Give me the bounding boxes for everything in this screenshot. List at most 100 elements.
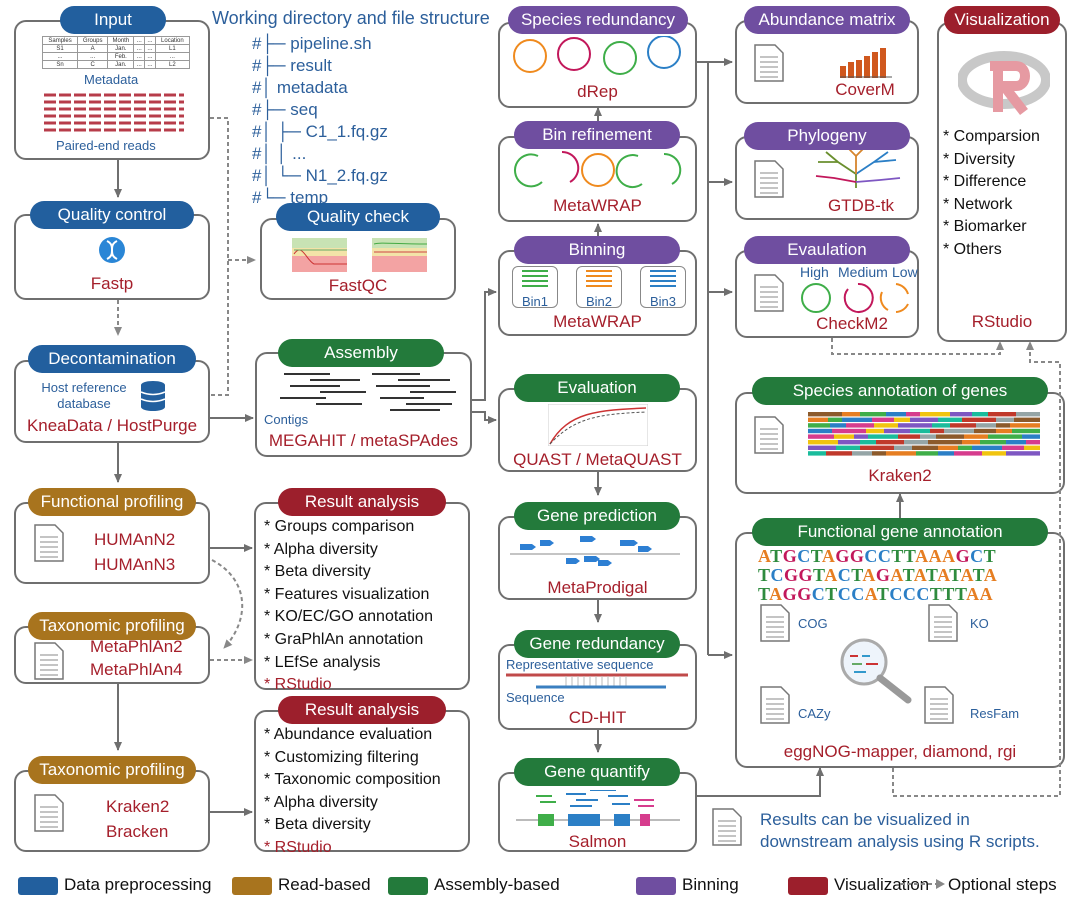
list-item: * Others [943, 241, 1002, 258]
metadata-cell: ... [144, 52, 156, 61]
species-bar-segment [826, 451, 852, 456]
list-item: * Groups comparison [264, 518, 415, 535]
checkm-level-high: High [800, 264, 829, 280]
species-bar-segment [916, 451, 938, 456]
gene-redundancy-title: Gene redundancy [514, 630, 680, 658]
taxonomic-profiling-2-tool-1: Kraken2 [106, 797, 170, 816]
metadata-cell: ... [144, 36, 156, 45]
assembly-title: Assembly [278, 339, 444, 367]
species-bar-segment [964, 434, 988, 439]
dna-icon [99, 237, 125, 263]
species-bar-segment [874, 423, 898, 428]
list-item: * RStudio [264, 676, 332, 694]
species-bar-segment [1006, 440, 1026, 445]
metadata-cell: ... [133, 60, 146, 69]
quality-control-title: Quality control [30, 201, 194, 229]
metadata-cell: S1 [41, 44, 79, 53]
species-bar-segment [836, 445, 860, 450]
visualization-tool: RStudio [971, 312, 1033, 331]
species-bar-segment [898, 423, 932, 428]
contigs-icon [280, 373, 456, 411]
quality-check-tool: FastQC [328, 276, 388, 295]
metadata-cell: Month [107, 36, 135, 45]
checkm-level-medium: Medium [838, 264, 888, 280]
file-tree-prefix: #│ └─ [252, 166, 306, 185]
species-redundancy-tool: dRep [577, 82, 618, 101]
legend-swatch [788, 877, 828, 895]
result-analysis-box-1: * Groups comparison* Alpha diversity* Be… [254, 502, 470, 693]
metadata-cell: ... [77, 52, 109, 61]
species-bar-segment [860, 445, 894, 450]
file-tree-name: metadata [276, 78, 348, 97]
species-bar-segment [920, 412, 950, 417]
species-bar-segment [808, 445, 836, 450]
metadata-cell: ... [154, 52, 191, 61]
metadata-cell: L1 [154, 44, 191, 53]
file-tree-line: #├─ pipeline.sh [252, 34, 372, 54]
file-tree-prefix: #│ [252, 78, 277, 97]
species-bar-segment [944, 428, 974, 434]
species-bar-segment [910, 417, 938, 422]
evaluation-quast-tool: QUAST / MetaQUAST [513, 450, 682, 469]
list-item: * Beta diversity [264, 816, 371, 834]
species-bar-segment [828, 417, 842, 422]
species-bar-segment [996, 417, 1014, 422]
functional-annotation-title: Functional gene annotation [752, 518, 1048, 546]
paired-end-reads-label: Paired-end reads [56, 138, 156, 153]
salmon-reads-icon [516, 790, 680, 826]
functional-profiling-tool-2: HUMAnN3 [94, 555, 176, 574]
file-tree-name: temp [290, 188, 329, 207]
file-tree-title: Working directory and file structure [212, 8, 490, 28]
species-bar-segment [958, 445, 972, 450]
gene-prediction-icon [510, 536, 680, 566]
document-icon [760, 604, 790, 642]
legend-label: Assembly-based [434, 875, 560, 894]
document-icon [924, 686, 954, 724]
gene-quantify-tool: Salmon [568, 832, 627, 851]
species-bar-segment [976, 423, 996, 428]
legend-swatch [636, 877, 676, 895]
metadata-cell: Location [154, 36, 191, 45]
document-icon [754, 416, 784, 454]
file-tree-name: C1_1.fq.gz [305, 122, 388, 141]
sequence-alignment-icon [506, 673, 688, 689]
species-bar-segment [834, 434, 854, 439]
species-bar-segment [1024, 445, 1040, 450]
representative-sequence-label: Representative sequence [506, 657, 654, 672]
list-item: * Biomarker [943, 218, 1027, 236]
file-tree-prefix: #├─ [252, 100, 291, 119]
species-bar-segment [886, 412, 906, 417]
species-bar-segment [842, 412, 860, 417]
species-bar-segment [904, 440, 928, 445]
species-annotation-tool: Kraken2 [868, 466, 932, 485]
species-bar-segment [894, 445, 912, 450]
species-bar-segment [808, 451, 826, 456]
bin-3: Bin3 [640, 266, 686, 309]
file-tree-line: #│ │ ... [252, 144, 306, 164]
species-redundancy-title: Species redundancy [508, 6, 688, 34]
list-item: * Alpha diversity [264, 793, 378, 811]
species-bar-segment [808, 434, 834, 439]
list-item: * Customizing filtering [264, 748, 419, 766]
species-bar-segment [884, 428, 910, 434]
metadata-cell: Jan. [107, 44, 135, 53]
species-bar-segment [808, 428, 832, 434]
abundance-matrix-title: Abundance matrix [744, 6, 910, 34]
species-bar-segment [1010, 423, 1040, 428]
species-bar-segment [938, 445, 958, 450]
binning-tool: MetaWRAP [553, 312, 642, 331]
metadata-cell: Sn [41, 60, 79, 69]
metadata-cell: Jan. [107, 60, 135, 69]
species-bar-segment [808, 417, 828, 422]
species-bar-segment [988, 434, 1022, 439]
species-bar-segment [950, 423, 976, 428]
quality-control-tool: Fastp [90, 274, 134, 293]
quality-check-title: Quality check [276, 203, 440, 231]
file-tree-name: N1_2.fq.gz [305, 166, 388, 185]
species-bar-segment [886, 451, 916, 456]
gene-prediction-tool: MetaProdigal [547, 578, 648, 597]
species-bar-segment [962, 440, 980, 445]
abundance-matrix-tool: CoverM [835, 80, 895, 99]
